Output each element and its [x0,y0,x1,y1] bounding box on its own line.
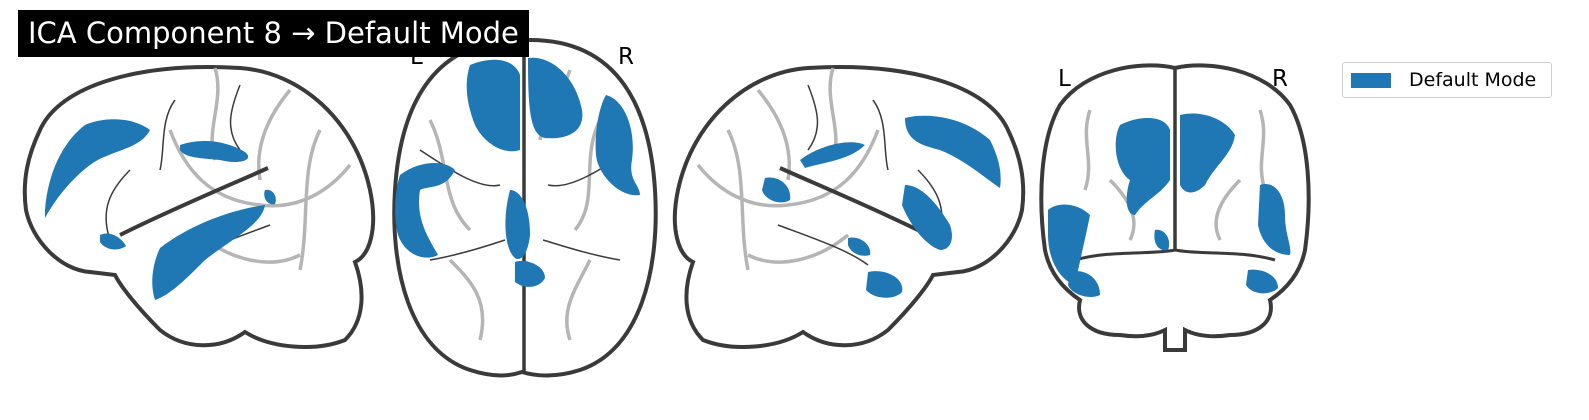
axial-thin-lines [419,149,631,261]
coronal-network-regions [1048,113,1291,297]
legend-swatch [1351,73,1391,88]
axial-network-regions [395,57,640,287]
sagittal-right-thin-lines [777,84,943,266]
coronal-outline [1039,63,1311,352]
coronal-view [1039,63,1311,352]
axial-right-label: R [618,44,634,70]
figure-title: ICA Component 8 → Default Mode [18,10,529,57]
sagittal-left-view [22,65,376,349]
sagittal-left-thin-lines [105,84,271,266]
sagittal-left-outline [22,65,376,349]
sagittal-right-sulci [696,67,880,271]
sagittal-left-sulci [168,67,352,271]
axial-view [392,38,658,378]
legend-label: Default Mode [1409,69,1537,91]
sagittal-left-fissure [119,166,269,237]
sagittal-right-view [672,65,1026,349]
sagittal-left-network-regions [45,119,276,300]
legend: Default Mode [1342,62,1552,98]
coronal-right-label: R [1272,66,1288,92]
sagittal-right-network-regions [762,115,1001,298]
coronal-cerebellum-line [1074,248,1276,262]
coronal-left-label: L [1058,66,1071,92]
sagittal-right-outline [672,65,1026,349]
axial-outline [392,38,658,378]
sagittal-right-fissure [779,166,929,237]
